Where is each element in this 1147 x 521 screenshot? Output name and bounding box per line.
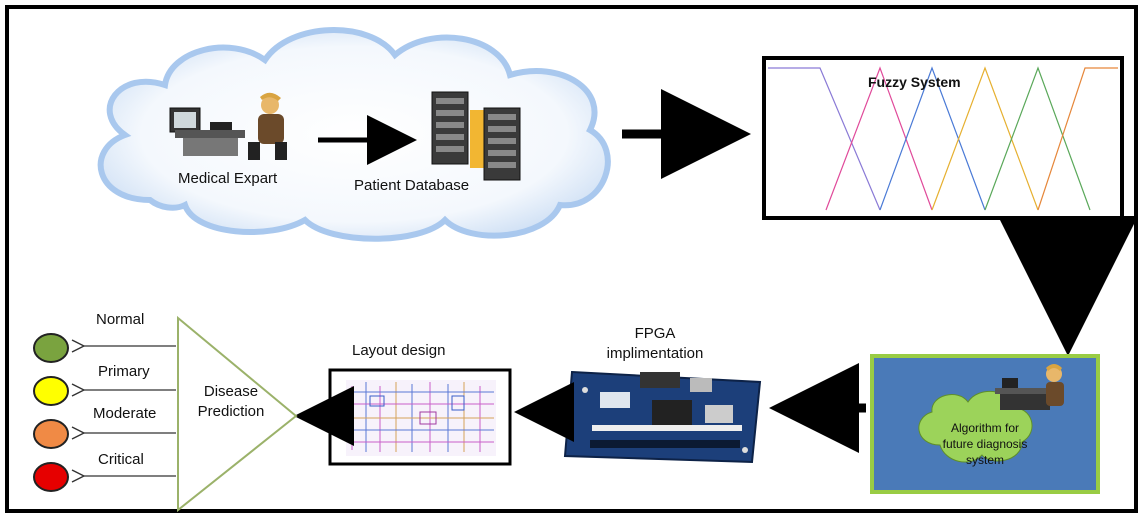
cloud — [97, 27, 611, 242]
output-label-normal: Normal — [96, 311, 145, 328]
disease-prediction-line-1: Disease — [203, 383, 259, 400]
primary-status-circle — [33, 376, 69, 406]
layout-design-title: Layout design — [352, 342, 446, 359]
algorithm-label: Algorithm for future diagnosis system — [890, 420, 1080, 468]
patient-database-label: Patient Database — [354, 177, 470, 194]
patient-database-icon — [431, 91, 521, 181]
output-label-critical: Critical — [98, 451, 144, 468]
fuzzy-system-box — [762, 56, 1124, 220]
layout-design-box — [328, 368, 512, 466]
algorithm-box — [870, 354, 1100, 494]
disease-prediction-triangle — [177, 315, 298, 513]
normal-status-circle — [33, 333, 69, 363]
medical-expert-label: Medical Expart — [178, 170, 278, 187]
disease-prediction-label: Disease Prediction — [186, 382, 276, 422]
algorithm-line-2: future diagnosis — [942, 437, 1028, 451]
output-label-moderate: Moderate — [93, 405, 157, 422]
disease-prediction-line-2: Prediction — [197, 403, 265, 420]
moderate-status-circle — [33, 419, 69, 449]
fpga-label: FPGA implimentation — [585, 324, 725, 364]
medical-expert-icon — [169, 92, 287, 160]
critical-status-circle — [33, 462, 69, 492]
algorithm-line-3: system — [965, 453, 1004, 467]
output-label-primary: Primary — [98, 363, 150, 380]
fpga-line-2: implimentation — [606, 345, 704, 362]
algorithm-line-1: Algorithm for — [950, 421, 1020, 435]
fuzzy-system-title: Fuzzy System — [868, 74, 961, 90]
fpga-board-icon — [563, 370, 762, 464]
fpga-line-1: FPGA — [634, 325, 676, 342]
